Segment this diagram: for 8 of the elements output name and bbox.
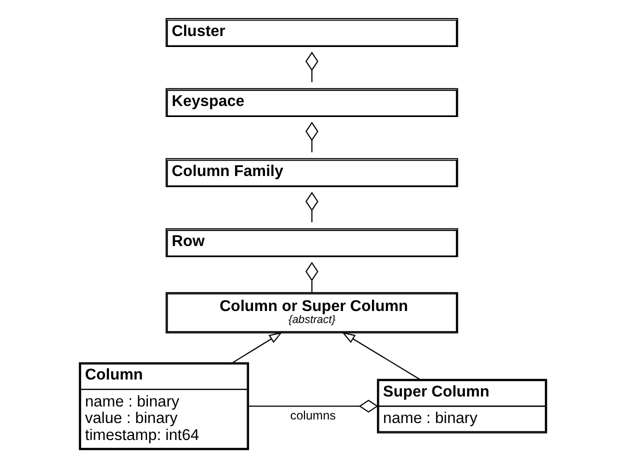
connector xyxy=(248,400,378,413)
arrow xyxy=(232,332,282,364)
connector xyxy=(305,192,318,222)
edge-label: columns xyxy=(290,408,336,422)
connector xyxy=(305,262,318,292)
connector xyxy=(305,52,318,82)
connector xyxy=(305,122,318,152)
arrow xyxy=(342,332,420,380)
